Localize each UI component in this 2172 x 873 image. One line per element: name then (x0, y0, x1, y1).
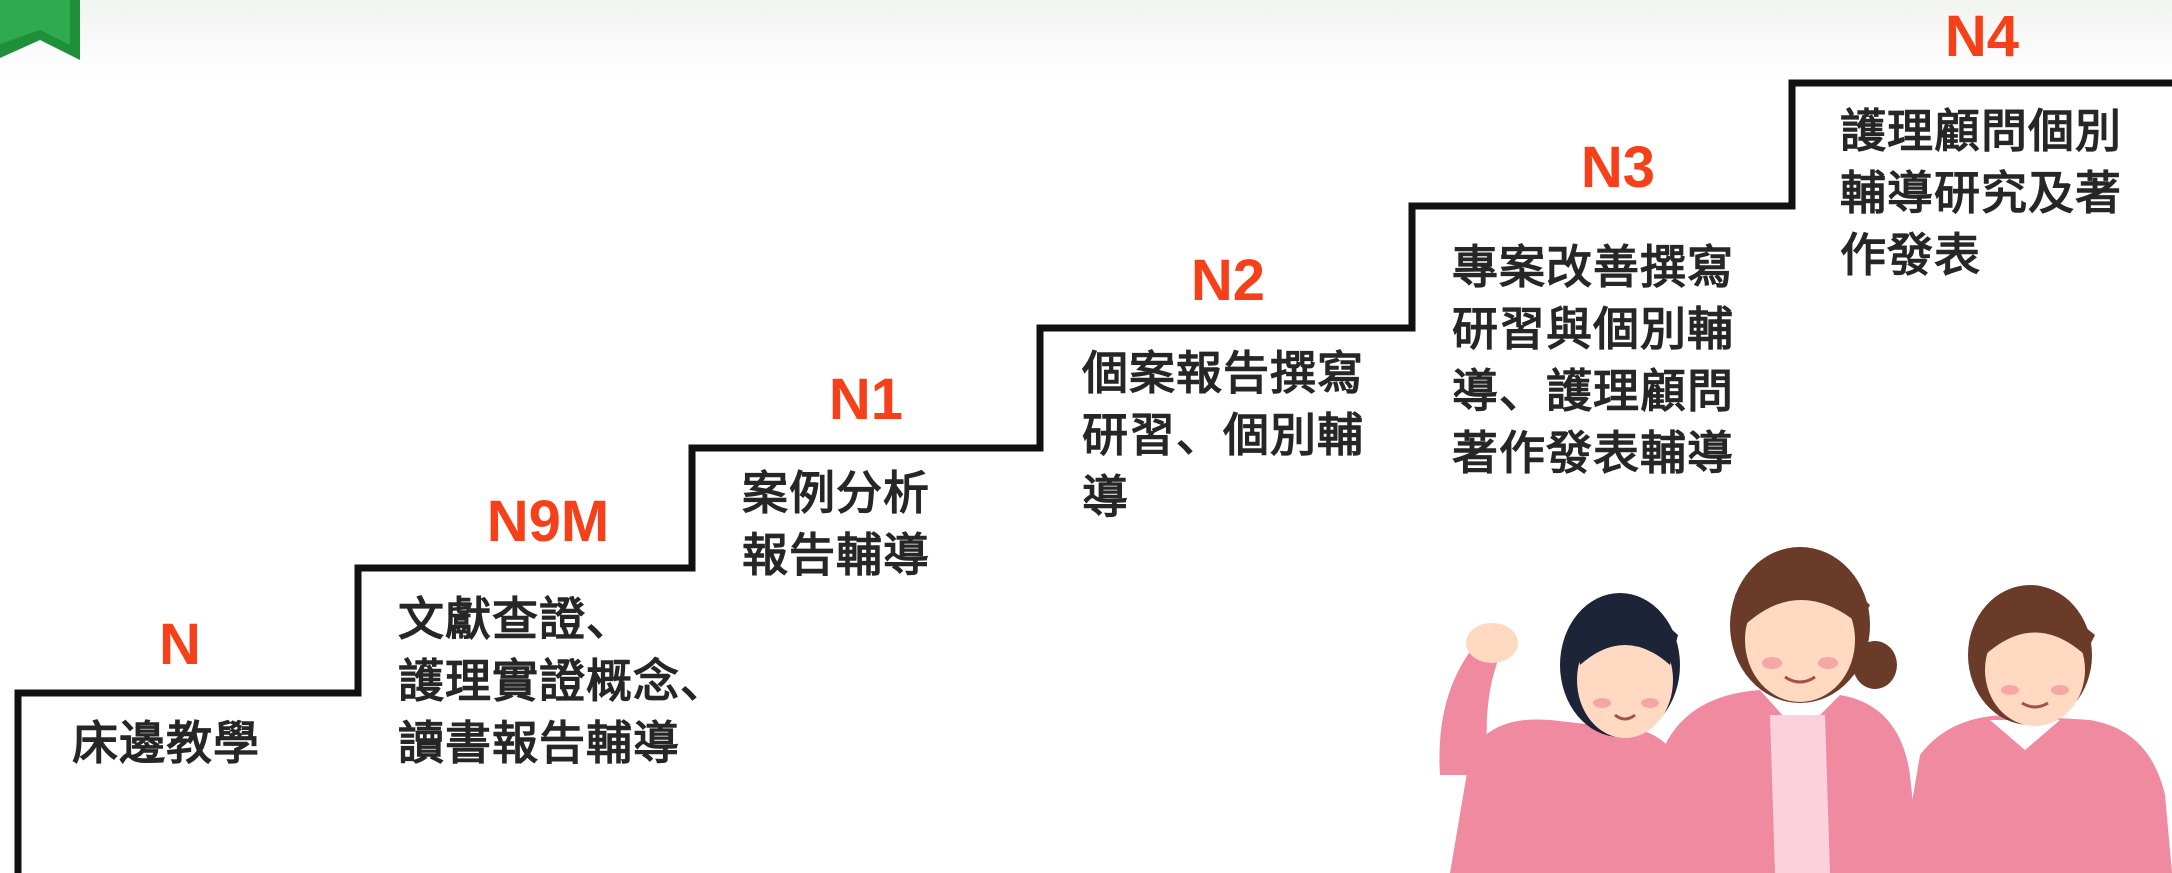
level-label-n9m: N9M (486, 489, 610, 554)
desc-line: 著作發表輔導 (1452, 426, 1734, 480)
level-label-n3: N3 (1580, 135, 1656, 200)
nurse-middle (1650, 547, 1920, 873)
level-label-n2: N2 (1190, 248, 1266, 313)
desc-line: 研習、個別輔 (1082, 408, 1364, 462)
step-description-n1: 案例分析 報告輔導 (742, 462, 930, 586)
desc-line: 專案改善撰寫 (1452, 240, 1734, 294)
desc-line: 床邊教學 (72, 716, 260, 770)
level-label-n: N (159, 612, 201, 677)
step-description-n: 床邊教學 (72, 712, 260, 774)
stair-line (14, 79, 2172, 873)
green-ribbon-icon (0, 0, 80, 60)
desc-line: 導、護理顧問 (1452, 364, 1734, 418)
desc-line: 護理顧問個別 (1840, 104, 2122, 158)
step-description-n4: 護理顧問個別 輔導研究及著 作發表 (1840, 100, 2122, 286)
nurses-cheering-illustration (1439, 547, 2172, 873)
nurse-right (1900, 585, 2172, 873)
desc-line: 讀書報告輔導 (398, 716, 680, 770)
desc-line: 研習與個別輔 (1452, 302, 1734, 356)
level-label-n1: N1 (828, 367, 904, 432)
nurse-left (1439, 593, 1695, 873)
desc-line: 個案報告撰寫 (1082, 346, 1364, 400)
step-description-n9m: 文獻查證、 護理實證概念、 讀書報告輔導 (398, 588, 727, 774)
desc-line: 案例分析 (742, 466, 930, 520)
step-description-n2: 個案報告撰寫 研習、個別輔 導 (1082, 342, 1364, 528)
desc-line: 導 (1082, 470, 1129, 524)
desc-line: 輔導研究及著 (1840, 166, 2122, 220)
step-description-n3: 專案改善撰寫 研習與個別輔 導、護理顧問 著作發表輔導 (1452, 236, 1734, 484)
desc-line: 文獻查證、 (398, 592, 633, 646)
desc-line: 作發表 (1840, 228, 1981, 282)
level-label-n4: N4 (1944, 4, 2020, 69)
desc-line: 報告輔導 (742, 528, 930, 582)
desc-line: 護理實證概念、 (398, 654, 727, 708)
